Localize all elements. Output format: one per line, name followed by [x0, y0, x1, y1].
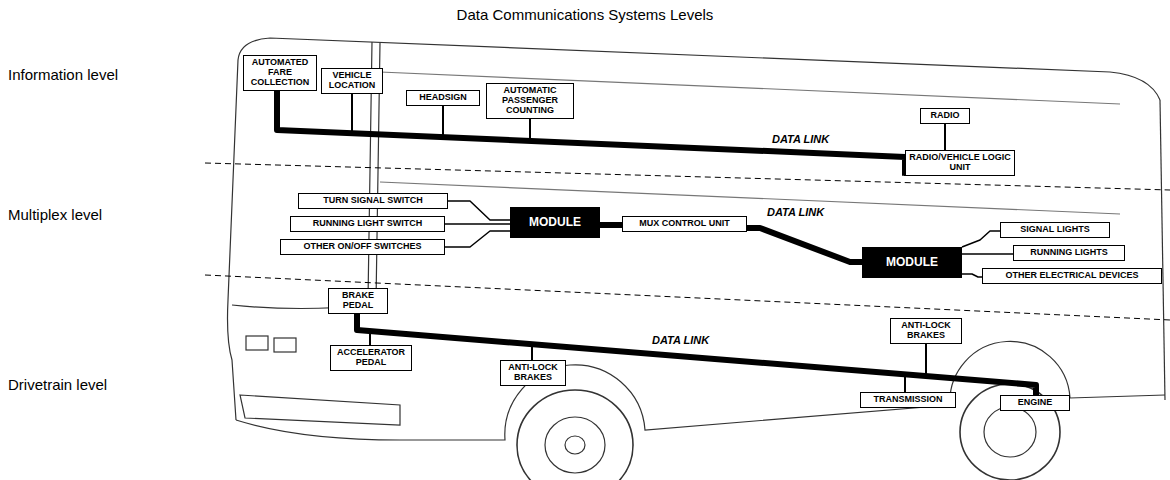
component-box: BRAKE PEDAL: [328, 288, 388, 314]
box-text: OTHER ELECTRICAL DEVICES: [986, 271, 1158, 281]
component-box: AUTOMATED FARE COLLECTION: [243, 55, 317, 91]
component-box: ANTI-LOCK BRAKES: [890, 318, 962, 344]
data-link-line: [944, 124, 946, 150]
box-text: TRANSMISSION: [864, 395, 952, 405]
component-box: HEADSIGN: [406, 90, 480, 106]
data-link-line: [357, 314, 1036, 395]
data-link-line: [530, 119, 905, 176]
wheel-hub: [565, 436, 585, 454]
data-link-line: [532, 344, 1036, 395]
component-box: MUX CONTROL UNIT: [622, 216, 747, 232]
level-label: Multiplex level: [8, 206, 102, 223]
data-link-line: [445, 231, 510, 247]
bus-rear: [1160, 100, 1165, 400]
box-text: VEHICLE LOCATION: [325, 71, 379, 91]
box-text: MODULE: [515, 216, 595, 229]
component-box: AUTOMATIC PASSENGER COUNTING: [486, 83, 574, 119]
data-link-line: [962, 253, 1013, 255]
dashed-divider: [205, 163, 1170, 190]
data-link-line: [962, 231, 1000, 247]
data-link-line: [926, 344, 1036, 395]
component-box: TRANSMISSION: [860, 392, 956, 408]
component-box: ENGINE: [1000, 395, 1070, 411]
box-text: AUTOMATIC PASSENGER COUNTING: [490, 86, 570, 116]
module-box: MODULE: [862, 247, 962, 278]
box-text: MODULE: [867, 256, 957, 269]
data-link-line: [352, 94, 905, 176]
box-text: HEADSIGN: [410, 93, 476, 103]
level-label: Drivetrain level: [8, 376, 107, 393]
box-text: RUNNING LIGHT SWITCH: [294, 219, 441, 229]
front-wheel: [517, 390, 633, 480]
box-text: RADIO: [924, 111, 966, 121]
component-box: TURN SIGNAL SWITCH: [298, 193, 448, 209]
level-label: Information level: [8, 66, 118, 83]
component-box: VEHICLE LOCATION: [321, 68, 383, 94]
data-link-label: DATA LINK: [650, 334, 711, 346]
box-text: ENGINE: [1004, 398, 1066, 408]
box-text: SIGNAL LIGHTS: [1004, 225, 1106, 235]
box-text: OTHER ON/OFF SWITCHES: [284, 242, 441, 252]
component-box: RUNNING LIGHTS: [1013, 245, 1125, 261]
component-box: RADIO: [920, 108, 970, 124]
box-text: ANTI-LOCK BRAKES: [504, 363, 562, 383]
data-link-line: [448, 201, 510, 220]
data-link-label: DATA LINK: [770, 133, 831, 145]
diagram-title: Data Communications Systems Levels: [0, 6, 1170, 23]
data-link-line: [600, 222, 622, 228]
bus-outline: [228, 38, 1166, 480]
box-text: BRAKE PEDAL: [332, 291, 384, 311]
component-box: RUNNING LIGHT SWITCH: [290, 216, 445, 232]
box-text: RUNNING LIGHTS: [1017, 248, 1121, 258]
bumper: [240, 395, 400, 425]
box-text: ACCELERATOR PEDAL: [334, 348, 408, 368]
headlight: [246, 336, 268, 350]
box-text: MUX CONTROL UNIT: [626, 219, 743, 229]
box-text: RADIO/VEHICLE LOGIC UNIT: [909, 153, 1011, 173]
box-text: ANTI-LOCK BRAKES: [894, 321, 958, 341]
data-link-line: [747, 228, 862, 262]
data-link-line: [445, 223, 510, 225]
module-box: MODULE: [510, 207, 600, 238]
component-box: ACCELERATOR PEDAL: [330, 345, 412, 371]
data-link-label: DATA LINK: [765, 206, 826, 218]
component-box: OTHER ELECTRICAL DEVICES: [982, 268, 1162, 284]
bus-roof: [238, 38, 1160, 100]
wheel-rim: [984, 407, 1036, 457]
data-link-line: [962, 274, 982, 277]
component-box: RADIO/VEHICLE LOGIC UNIT: [905, 150, 1015, 176]
level-dividers: [205, 163, 1170, 320]
data-link-line: [277, 91, 905, 176]
side-window: [380, 72, 1120, 214]
component-box: OTHER ON/OFF SWITCHES: [280, 239, 445, 255]
headlight: [274, 338, 296, 352]
bus-front: [228, 60, 239, 420]
component-box: SIGNAL LIGHTS: [1000, 222, 1110, 238]
box-text: AUTOMATED FARE COLLECTION: [247, 58, 313, 88]
box-text: TURN SIGNAL SWITCH: [302, 196, 444, 206]
wheel-rim: [545, 417, 605, 473]
component-box: ANTI-LOCK BRAKES: [500, 360, 566, 386]
